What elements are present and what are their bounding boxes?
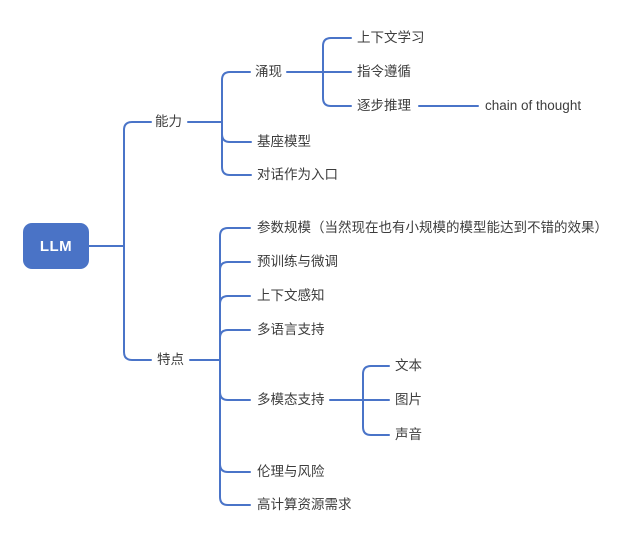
connector-duomotai-branch [329,365,390,436]
node-dialogue-as-entry[interactable]: 对话作为入口 [257,166,338,182]
node-multilingual-support[interactable]: 多语言支持 [257,321,325,337]
node-image-modality[interactable]: 图片 [395,391,422,407]
connector-tedian-branch [189,227,251,506]
node-emergence[interactable]: 涌现 [255,63,282,79]
node-chain-of-thought[interactable]: chain of thought [485,97,582,113]
node-parameter-scale[interactable]: 参数规模（当然现在也有小规模的模型能达到不错的效果） [257,219,608,235]
node-base-model[interactable]: 基座模型 [257,133,311,149]
node-step-by-step-reasoning[interactable]: 逐步推理 [357,97,411,113]
node-context-awareness[interactable]: 上下文感知 [257,287,325,303]
node-llm[interactable]: LLM [23,223,89,269]
connector-root-trunk [88,121,152,361]
connector-yongxian-branch [286,37,479,107]
node-audio-modality[interactable]: 声音 [395,426,422,442]
node-text-modality[interactable]: 文本 [395,357,422,373]
node-high-compute-demand[interactable]: 高计算资源需求 [257,496,352,512]
node-characteristics[interactable]: 特点 [157,351,184,367]
connector-nengli-branch [187,71,252,176]
node-instruction-following[interactable]: 指令遵循 [357,63,411,79]
node-pretrain-finetune[interactable]: 预训练与微调 [257,253,338,269]
node-capabilities[interactable]: 能力 [155,113,182,129]
node-multimodal-support[interactable]: 多模态支持 [257,391,325,407]
node-in-context-learning[interactable]: 上下文学习 [357,29,425,45]
node-ethics-risk[interactable]: 伦理与风险 [257,463,325,479]
